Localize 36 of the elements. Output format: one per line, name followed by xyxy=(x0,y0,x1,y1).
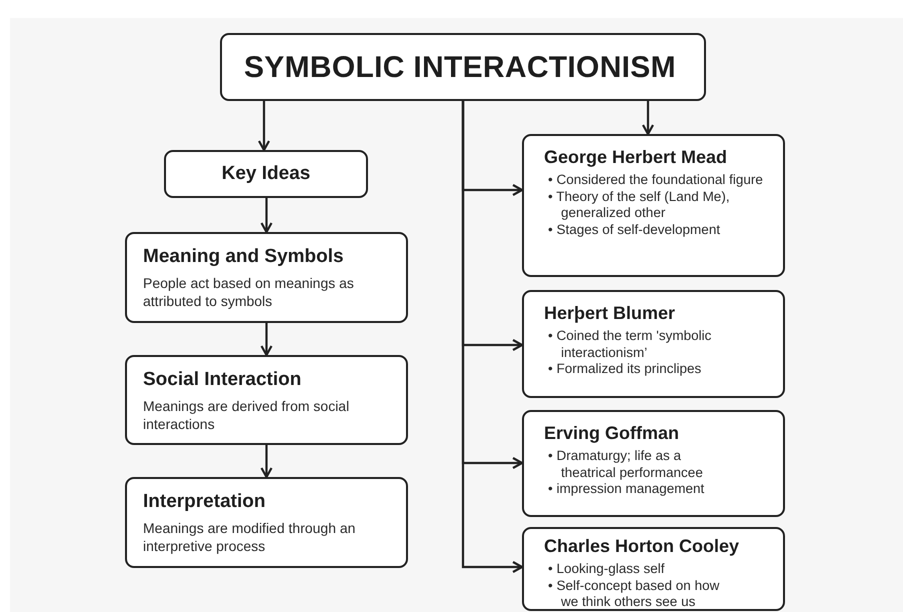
arrow xyxy=(260,323,273,356)
bullet-point: • impression management xyxy=(548,481,706,498)
heading-text: SYMBOLIC INTERACTIONISM xyxy=(244,51,677,85)
theorist-card xyxy=(522,410,785,517)
description-text: Meanings are derived from social interactions xyxy=(143,397,350,433)
arrow xyxy=(260,445,273,478)
arrow xyxy=(258,101,270,152)
box-heading: Social Interaction xyxy=(143,369,302,391)
bullet-point: • Dramaturgy; life as a theatrical performancee xyxy=(548,448,704,481)
box-heading: George Herbert Mead xyxy=(544,147,728,168)
box-heading: Interpretation xyxy=(143,491,266,513)
concept-box xyxy=(125,477,408,568)
concept-box xyxy=(125,355,408,445)
bullet-point: • Considered the foundational figure xyxy=(548,172,764,188)
theorist-card xyxy=(522,134,785,277)
arrow xyxy=(462,101,524,574)
title-box xyxy=(220,33,706,101)
concept-box xyxy=(125,232,408,323)
bullet-point: • Coined the term 'symbolic interactionism’ xyxy=(548,328,712,361)
box-heading: Charles Horton Cooley xyxy=(544,536,740,557)
theorist-card xyxy=(522,527,785,611)
bullet-point: • Formalized its princlipes xyxy=(548,361,702,378)
box-heading: Meaning and Symbols xyxy=(143,246,345,268)
description-text: People act based on meanings as attributed to symbols xyxy=(143,274,355,310)
concept-box xyxy=(164,150,368,198)
bullet-point: • Stages of self-development xyxy=(548,222,722,238)
box-heading: Key Ideas xyxy=(220,163,312,185)
arrow xyxy=(260,198,273,234)
arrow xyxy=(642,101,654,136)
box-heading: Erving Goffman xyxy=(544,423,680,444)
description-text: Meanings are modified through an interpretive process xyxy=(143,519,356,555)
bullet-point: • Looking-glass self xyxy=(548,561,666,578)
bullet-point: • Theory of the self (Land Me), generalized other xyxy=(548,188,731,222)
theorist-card xyxy=(522,290,785,398)
bullet-point: • Self-concept based on how we think others see us xyxy=(548,578,720,610)
box-heading: Herþert Blumer xyxy=(544,303,676,324)
